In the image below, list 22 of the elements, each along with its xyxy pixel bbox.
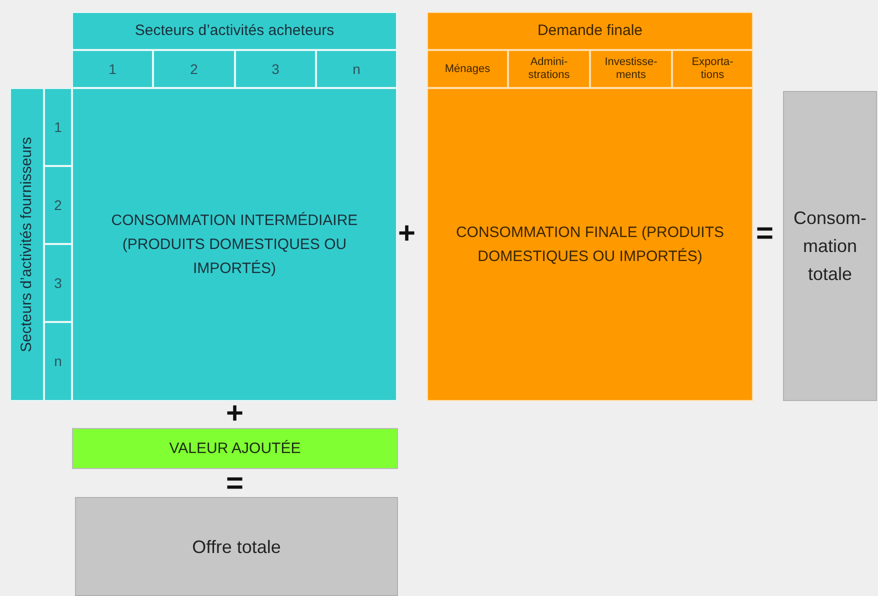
total-block: Offre totale xyxy=(75,497,398,596)
row-cell: 1 xyxy=(44,88,72,166)
column-cell: 1 xyxy=(72,50,153,88)
matrix-block: CONSOMMATION FINALE (PRODUITS DOMESTIQUES OU IMPORTÉS) xyxy=(427,88,753,401)
column-cell: Ménages xyxy=(427,50,508,88)
column-cell: Investisse- ments xyxy=(590,50,672,88)
total-block: Consom- mation totale xyxy=(783,91,877,401)
header-cell: Secteurs d’activités acheteurs xyxy=(72,12,397,50)
column-cell: 3 xyxy=(235,50,316,88)
row-cell: n xyxy=(44,322,72,401)
column-cell: Exporta- tions xyxy=(672,50,753,88)
row-cell: 2 xyxy=(44,166,72,244)
row-header-cell: Secteurs d’activités fournisseurs xyxy=(10,88,44,401)
operator-sign: + xyxy=(398,216,416,252)
header-cell: Demande finale xyxy=(427,12,753,50)
column-cell: n xyxy=(316,50,397,88)
value-added-bar: VALEUR AJOUTÉE xyxy=(72,428,398,469)
column-cell: 2 xyxy=(153,50,235,88)
operator-sign: = xyxy=(756,216,774,252)
row-cell: 3 xyxy=(44,244,72,322)
column-cell: Admini- strations xyxy=(508,50,590,88)
matrix-block: CONSOMMATION INTERMÉDIAIRE (PRODUITS DOMESTIQUES OU IMPORTÉS) xyxy=(72,88,397,401)
